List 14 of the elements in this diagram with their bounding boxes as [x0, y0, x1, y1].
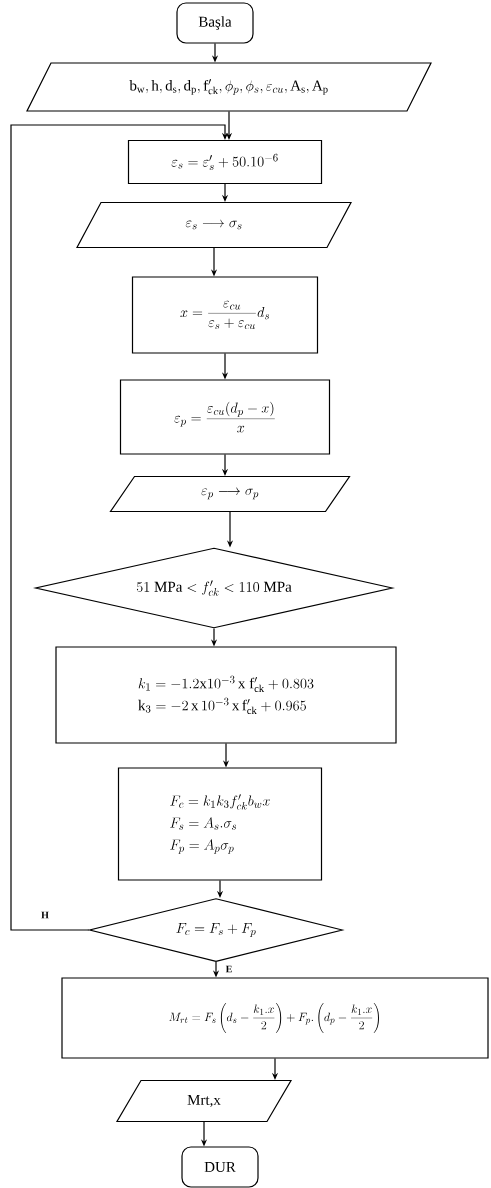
io-parallelogram: $\mathrm{b_w, h, d_s, d_p, f'_{ck}}, \phi_p, \phi_s, \varepsilon_{cu}, \mathrm{A_s, A_p}$	[26, 62, 432, 112]
process-box: $k_1 = -1.2\mathrm{x}10^{-3}\,\mathrm{x}\ \mathrm{f'_{ck}} + 0.803$ $\mathrm{k}_3 = -2\,\mathrm{x}\,10^{-3}\,\mathrm{x}\,\mathrm{f'_{ck}} + 0.965$	[55, 646, 397, 744]
process-box: $x = \frac{\varepsilon_{cu}}{\varepsilon_s + \varepsilon_{cu}} d_s$	[131, 276, 319, 354]
io-parallelogram: $\varepsilon_p \longrightarrow \sigma_p$	[109, 475, 351, 513]
io-parallelogram: $\varepsilon_s \longrightarrow \sigma_s$	[76, 201, 352, 249]
terminal-box: DUR	[181, 1146, 259, 1188]
terminal-box: Başla	[176, 2, 254, 44]
edge-label: E	[224, 964, 234, 974]
edge-label: H	[40, 910, 50, 920]
arrow	[10, 124, 229, 931]
process-box: $\varepsilon_s = \varepsilon'_s + 50.10^{-6}$	[127, 139, 323, 185]
process-box: $\varepsilon_p = \frac{\varepsilon_{cu}(d_p - x)}{x}$	[119, 379, 331, 455]
process-box: $M_{rt} = F_s\left(d_s - \frac{k_1.x}{2}\right) + F_p.\left(d_p - \frac{k_1.x}{2}\right)$	[61, 977, 489, 1059]
process-box: $F_c = k_1 k_3 f'_{ck} b_w x$ $F_s = A_s.\sigma_s$ $F_p = A_p \sigma_p$	[117, 767, 323, 881]
